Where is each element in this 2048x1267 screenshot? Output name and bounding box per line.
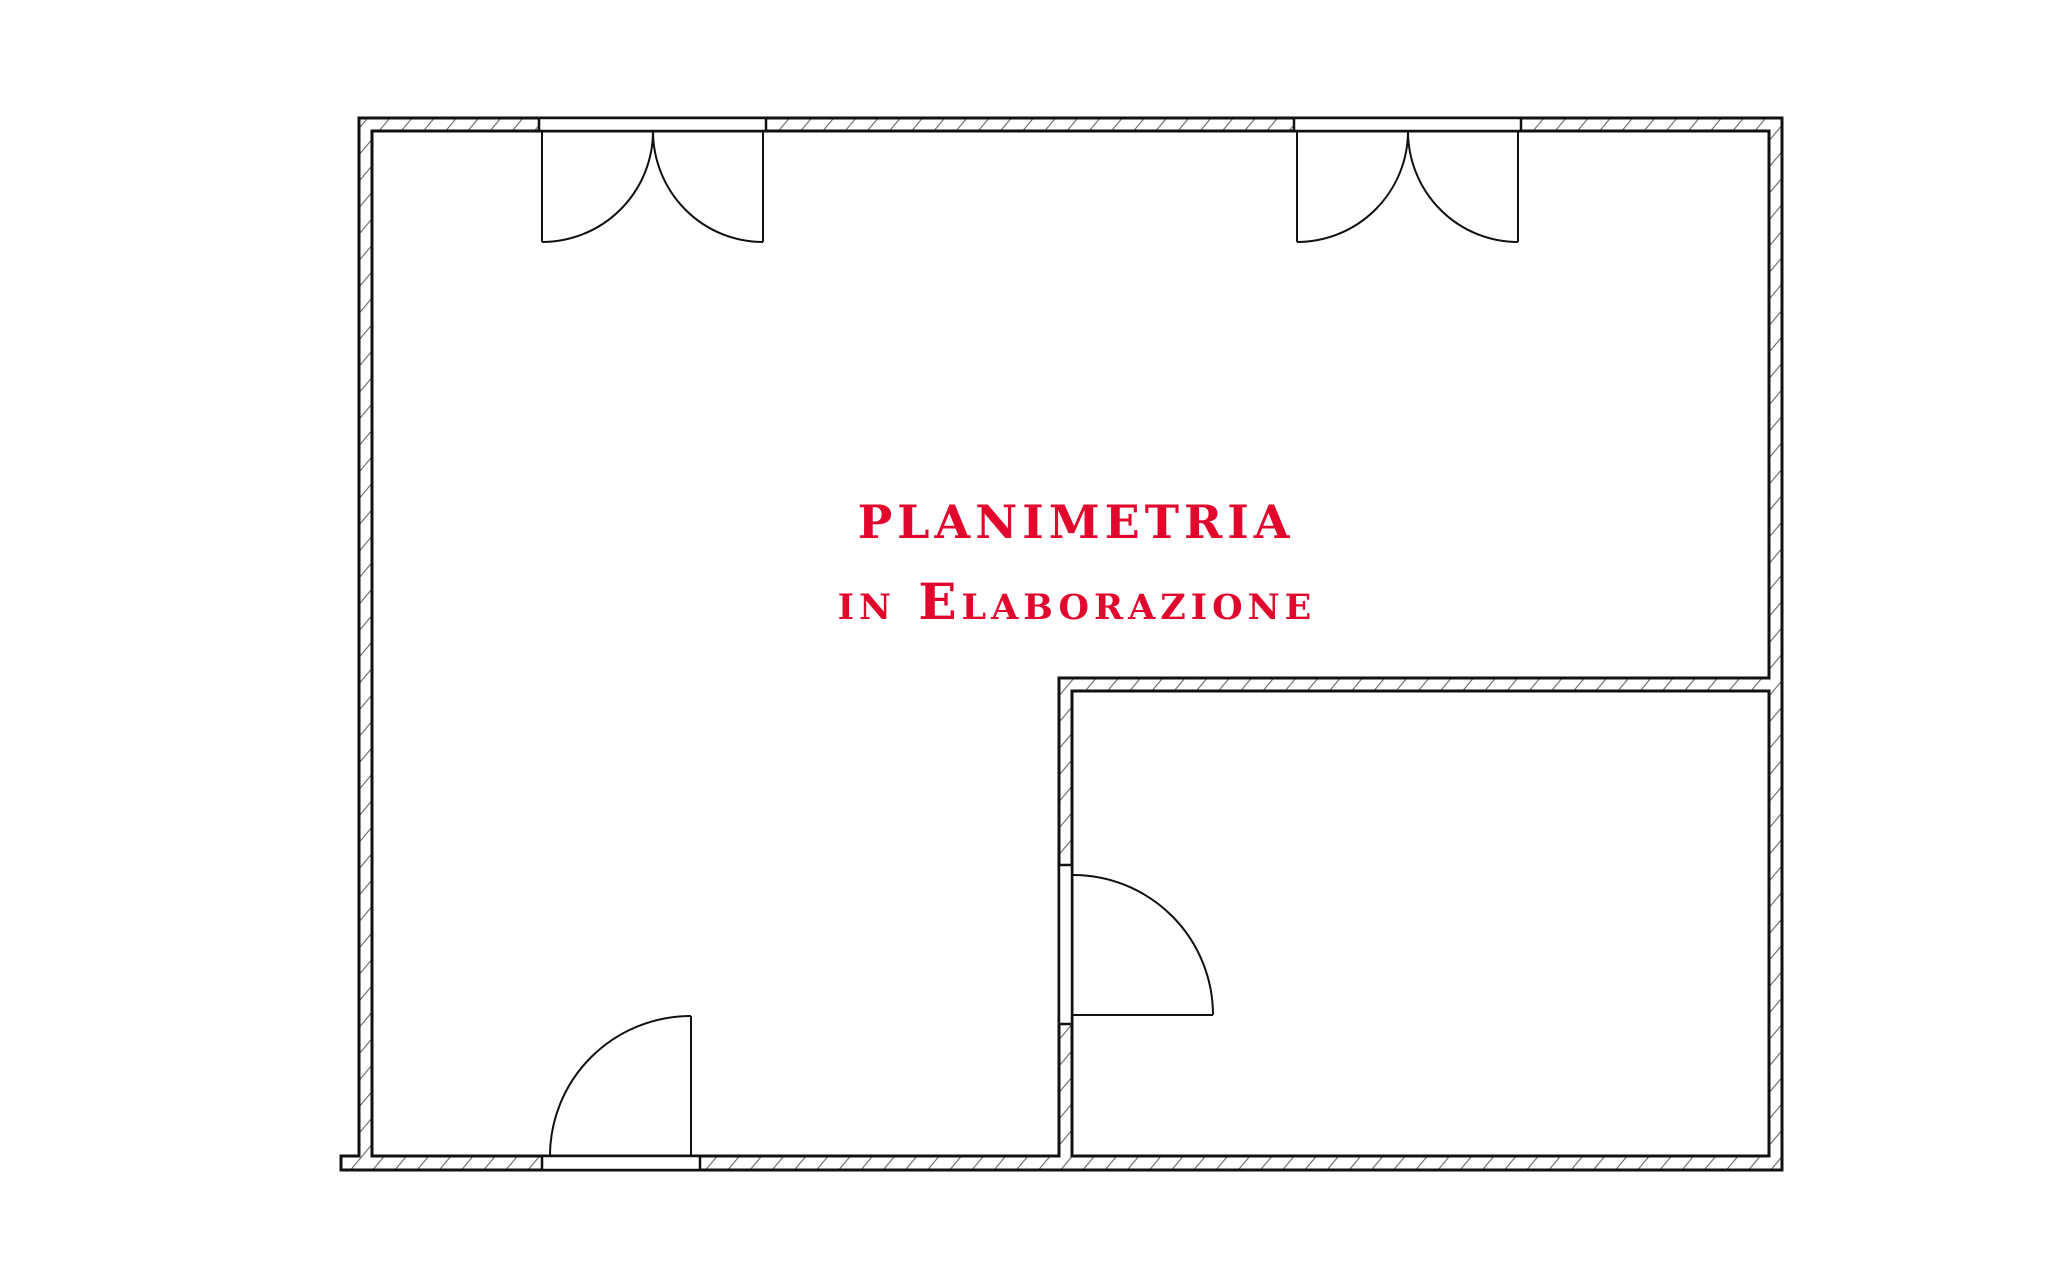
left-wall — [359, 118, 372, 1170]
double-door-top-left — [541, 130, 764, 243]
right-wall — [1769, 118, 1782, 1170]
opening-interior — [1057, 863, 1074, 1026]
opening-top-left — [537, 116, 768, 133]
entrance-door-bottom — [549, 1015, 692, 1157]
interior-door — [1072, 874, 1214, 1016]
interior-walls — [1059, 678, 1782, 1170]
interior-horizontal-wall — [1059, 678, 1782, 691]
door-openings — [537, 116, 1523, 1172]
drawing-title: PLANIMETRIA — [857, 495, 1295, 549]
opening-top-right — [1292, 116, 1523, 133]
opening-bottom — [540, 1154, 702, 1172]
drawing-subtitle: in Elaborazione — [837, 572, 1317, 631]
double-door-top-right — [1296, 130, 1519, 243]
